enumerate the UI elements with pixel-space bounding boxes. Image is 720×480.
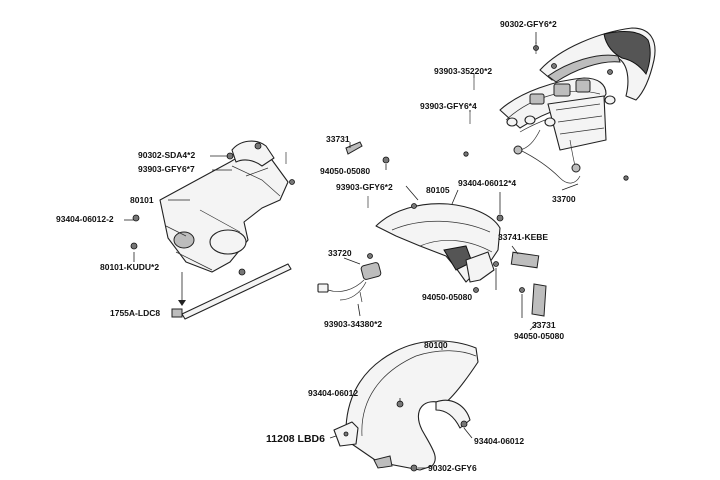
part-labels: 90302-GFY6*2 93903-35220*2 93903-GFY6*4 … xyxy=(56,19,576,473)
label-33741-kebe: 33741-KEBE xyxy=(498,232,548,242)
label-33731-bottom: 33731 xyxy=(532,320,556,330)
bulb-icon xyxy=(506,95,616,127)
bracket-11208 xyxy=(333,421,359,447)
label-80100: 80100 xyxy=(424,340,448,350)
label-80101-kudu-2: 80101-KUDU*2 xyxy=(100,262,159,272)
label-94050-05080-top: 94050-05080 xyxy=(320,166,370,176)
reflector-33731-top xyxy=(345,141,363,155)
label-1755a-ldc8: 1755A-LDC8 xyxy=(110,308,160,318)
screw-icon xyxy=(463,42,629,181)
label-93404-06012-lower: 93404-06012 xyxy=(474,436,524,446)
tail-light-assembly xyxy=(463,27,656,184)
harness-strip xyxy=(171,263,292,320)
label-90302-gfy6-2: 90302-GFY6*2 xyxy=(500,19,557,29)
label-93903-35220-2: 93903-35220*2 xyxy=(434,66,492,76)
label-90302-gfy6: 90302-GFY6 xyxy=(428,463,477,473)
leader-lines xyxy=(124,32,579,469)
label-94050-05080-bottom: 94050-05080 xyxy=(514,331,564,341)
label-90302-sda4-2: 90302-SDA4*2 xyxy=(138,150,195,160)
label-80101: 80101 xyxy=(130,195,154,205)
license-light-33720 xyxy=(317,253,382,303)
label-80105: 80105 xyxy=(426,185,450,195)
rear-fender-80105 xyxy=(367,156,504,293)
label-93903-gfy6-2: 93903-GFY6*2 xyxy=(336,182,393,192)
inner-fender-80101 xyxy=(130,140,295,276)
label-93903-gfy6-7: 93903-GFY6*7 xyxy=(138,164,195,174)
label-33700: 33700 xyxy=(552,194,576,204)
label-93404-06012-upper: 93404-06012 xyxy=(308,388,358,398)
label-11208-lbd6: 11208 LBD6 xyxy=(266,433,325,445)
plate-33741 xyxy=(510,251,540,293)
reflector-33731-bottom xyxy=(531,283,547,317)
label-94050-05080-mid: 94050-05080 xyxy=(422,292,472,302)
label-93903-34380-2: 93903-34380*2 xyxy=(324,319,382,329)
label-93404-06012-4: 93404-06012*4 xyxy=(458,178,516,188)
front-fender-80100 xyxy=(345,340,479,472)
label-93404-06012-2: 93404-06012-2 xyxy=(56,214,114,224)
label-33731-top: 33731 xyxy=(326,134,350,144)
label-33720: 33720 xyxy=(328,248,352,258)
label-93903-gfy6-4: 93903-GFY6*4 xyxy=(420,101,477,111)
